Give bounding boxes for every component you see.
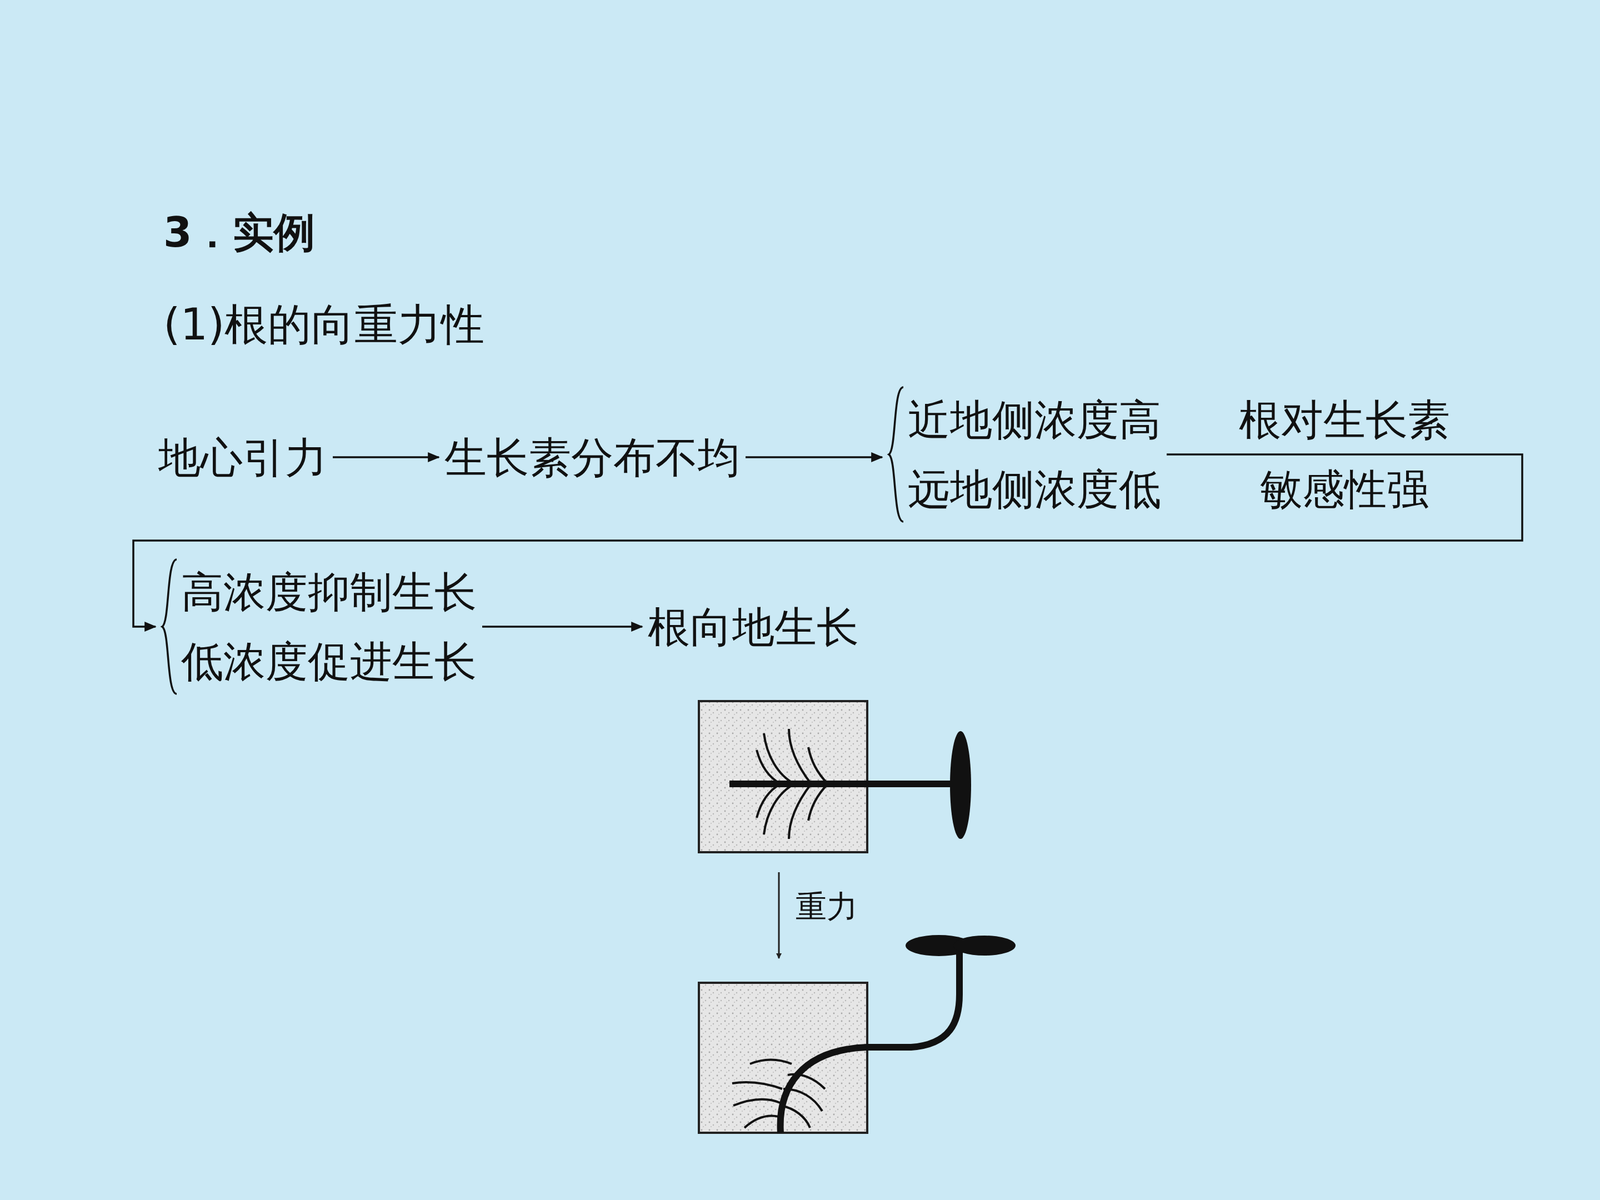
flow-arrow (332, 456, 439, 459)
flow-text: 低浓度促进生长 (181, 626, 477, 697)
section-title: 3．实例 (163, 207, 316, 258)
flow-step: 生长素分布不均 (444, 422, 740, 493)
seedling-stem (780, 951, 960, 1133)
bracket-group: 近地侧浓度高远地侧浓度低 (887, 385, 1162, 524)
flow-text: 远地侧浓度低 (907, 454, 1162, 524)
seedling-stem (729, 780, 960, 788)
flow-text: 高浓度抑制生长 (181, 557, 477, 627)
bracket-group: 高浓度抑制生长低浓度促进生长 (161, 557, 477, 697)
force-label: 重力 (795, 887, 858, 925)
cotyledon (950, 731, 972, 839)
flow-arrow (745, 456, 883, 459)
gravity-arrow (778, 872, 780, 959)
cotyledon (953, 935, 1016, 956)
flow-step: 地心引力 (158, 422, 328, 493)
soil-box (698, 701, 868, 853)
flow-step: 根向地生长 (647, 592, 859, 662)
flow-arrow (482, 625, 643, 628)
flow-text: 根向地生长 (647, 592, 859, 662)
edge-label: 根对生长素 敏感性强 (1232, 385, 1457, 524)
curly-brace (887, 385, 904, 524)
flow-text: 生长素分布不均 (444, 422, 740, 493)
flow-text: 近地侧浓度高 (907, 385, 1162, 455)
subsection-heading: (1)根的向重力性 (163, 298, 485, 352)
flow-text: 地心引力 (158, 422, 328, 493)
curly-brace (161, 557, 177, 697)
